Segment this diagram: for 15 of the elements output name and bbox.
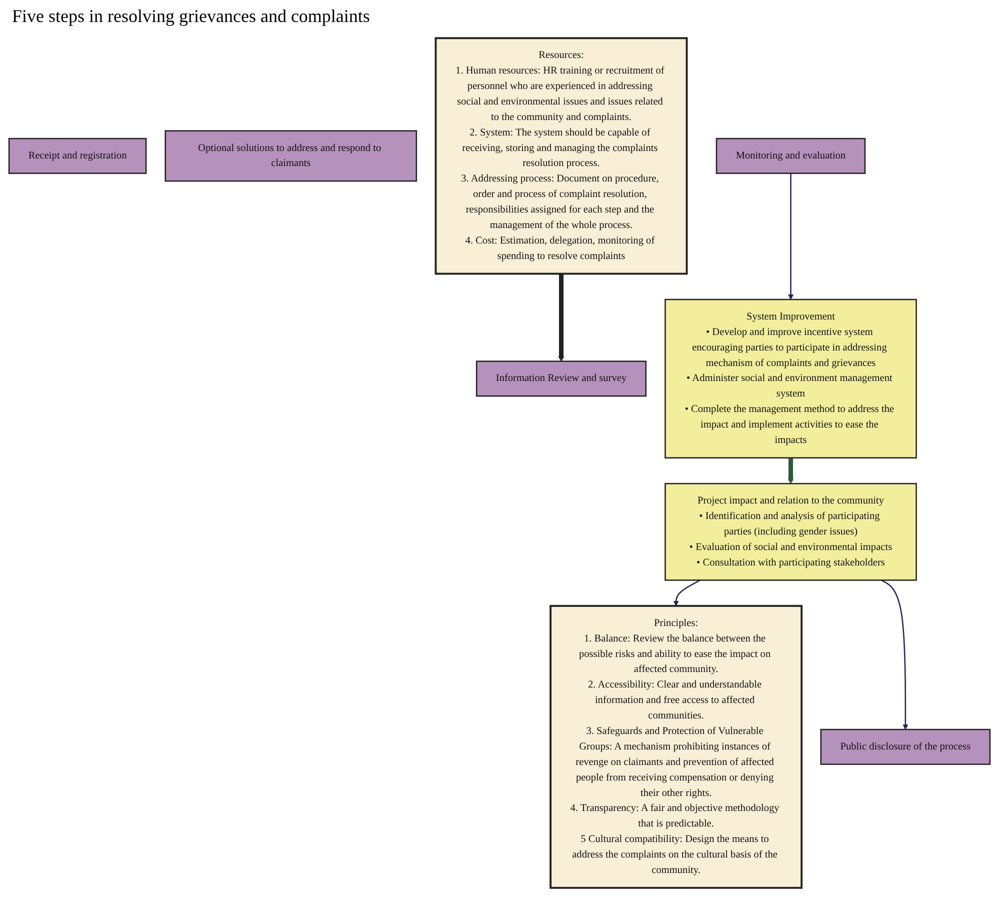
direction-note: Five steps in resolving grievances and complaints	[12, 6, 371, 27]
node-box: Resources: 1. Human resources: HR training or recruitment of personnel who are experienced in addressing social and environmental issues and issues related to the community and complaints. 2. System: The system should be capable of receiving, storing and managing the complaints resolution process. 3. Addressing process: Document on procedure, order and process of complaint resolution, responsibilities assigned for each step and the management of the whole process. 4. Cost: Estimation, delegation, monitoring of spending to resolve complaints	[434, 37, 688, 275]
arrow	[880, 580, 908, 730]
node-box: Project impact and relation to the community • Identification and analysis of participating parties (including gender issues) • Evaluation of social and environmental impacts • Consultation with participating stakeholders	[664, 482, 917, 581]
node-box: Monitoring and evaluation	[716, 138, 866, 174]
arrow	[673, 580, 701, 606]
node-box: Optional solutions to address and respond to claimants	[164, 130, 418, 182]
arrow	[558, 274, 564, 362]
node-box: Information Review and survey	[476, 360, 647, 397]
arrow	[788, 173, 794, 300]
arrow	[788, 458, 794, 484]
node-box: Receipt and registration	[8, 138, 147, 174]
node-box: System Improvement • Develop and improve incentive system encouraging parties to participate in addressing mechanism of complaints and grievances • Administer social and environment management system • Complete the management method to address the impact and implement activities to ease the impacts	[664, 298, 917, 458]
node-box: Principles: 1. Balance: Review the balance between the possible risks and ability to ease the impact on affected community. 2. Accessibility: Clear and understandable information and free access to affected communities. 3. Safeguards and Protection of Vulnerable Groups: A mechanism prohibiting instances of revenge on claimants and prevention of affected people from receiving compensation or denying their other rights. 4. Transparency: A fair and objective methodology that is predictable. 5 Cultural compatibility: Design the means to address the complaints on the cultural basis of the community.	[550, 604, 803, 889]
node-box: Public disclosure of the process	[820, 728, 991, 765]
